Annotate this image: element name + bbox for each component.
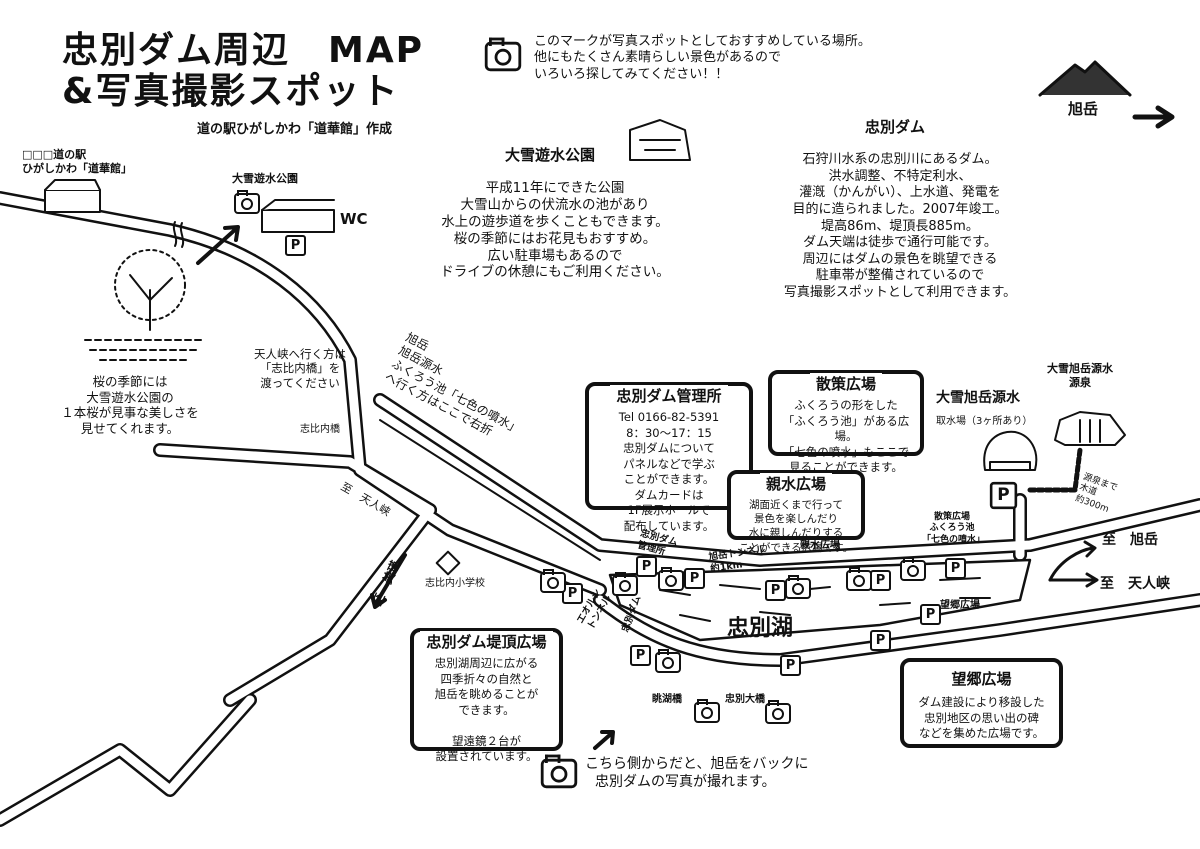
shinsui-callout: 親水広場 湖面近くまで行って景色を楽しんだり水に親しんだりすることができる広場で… [727,470,865,554]
arrow-park-icon [196,225,240,265]
credit: 道の駅ひがしかわ「道華館」作成 [197,122,393,137]
building-park-icon [261,199,335,233]
callout-heading: 散策広場 [809,373,882,394]
callout-heading: 忠別ダム堤頂広場 [420,631,553,652]
parking-icon: P [285,235,306,256]
road-biei [223,503,437,707]
arrow-bottom-icon [593,730,615,750]
michinoeki-label: □□□道の駅ひがしかわ「道華館」 [22,148,132,175]
parking-icon: P [765,580,786,601]
school-label: 志比内小学校 [425,578,485,589]
asahidake-label: 旭岳 [1068,100,1099,118]
photo-spot-legend: このマークが写真スポットとしておすすめしている場所。他にもたくさん素晴らしい景色… [534,34,871,82]
callout-text: ふくろうの形をした「ふくろう池」がある広場。「七色の噴水」もここで見ることができ… [782,398,910,475]
camera-icon [846,567,872,591]
camera-icon [540,754,578,789]
camera-icon [655,649,681,673]
lake-label: 忠別湖 [727,616,794,641]
camera-icon [658,567,684,591]
camera-icon [234,190,260,214]
shibinai-bridge-label: 志比内橋 [300,424,340,435]
callout-text: ダム建設により移設した忠別地区の思い出の碑などを集めた広場です。 [918,695,1045,741]
parking-icon: P [636,556,657,577]
arrow-asahidake-icon [1048,540,1097,582]
cherry-tree-icon [84,249,206,361]
lake-outline [608,558,1032,642]
parking-icon: P [920,604,941,625]
parking-icon: P [780,655,801,676]
parking-icon: P [945,558,966,579]
title-line-1: 忠別ダム周辺 MAP [62,30,425,71]
sansaku-callout: 散策広場 ふくろうの形をした「ふくろう池」がある広場。「七色の噴水」もここで見る… [768,370,924,474]
mountain-icon [1038,60,1132,97]
chokobashi-label: 眺湖橋 [652,694,682,705]
river [379,419,601,561]
dam-illustration-icon [629,119,691,161]
camera-icon [484,37,522,72]
dam-crest-callout: 忠別ダム堤頂広場 忠別湖周辺に広がる四季折々の自然と旭岳を眺めることができます。… [410,628,563,763]
callout-heading: 親水広場 [759,473,832,494]
gensui-sub: 取水場（3ヶ所あり） [936,416,1033,427]
dam-info-heading: 忠別ダム [864,118,925,136]
park-info-heading: 大雪遊水公園 [504,146,595,164]
building-michinoeki-icon [44,179,101,213]
gensui-source-label: 大雪旭岳源水源泉 [1047,362,1113,389]
camera-icon [612,572,638,596]
parking-icon: P [630,645,651,666]
parking-icon: P [870,570,891,591]
callout-text: 湖面近くまで行って景色を楽しんだり水に親しんだりすることができる広場です。 [738,499,854,554]
camera-icon [540,569,566,593]
bottom-photo-note: こちら側からだと、旭岳をバックに忠別ダムの写真が撮れます。 [585,756,809,790]
park-info-text: 平成11年にできた公園大雪山からの伏流水の池があり水上の遊歩道を歩くこともできま… [440,180,670,281]
tree-break-marks [172,221,185,248]
camera-icon [785,575,811,599]
park-small-label: 大雪遊水公園 [232,172,298,185]
arrow-biei-icon [370,553,407,609]
camera-icon [694,699,720,723]
to-asahidake: 至 旭岳 [1102,532,1158,548]
parking-icon: P [562,583,583,604]
parking-icon: P [989,481,1018,510]
sansaku-map-label: 散策広場ふくろう池「七色の噴水」 [922,512,986,545]
arrow-right-icon [1132,105,1175,129]
title-line-2: &写真撮影スポット [62,71,400,113]
parking-icon: P [684,568,705,589]
school-icon [435,550,461,576]
callout-text: 忠別湖周辺に広がる四季折々の自然と旭岳を眺めることができます。望遠鏡２台が設置さ… [434,656,539,764]
dam-info-text: 石狩川水系の忠別川にあるダム。洪水調整、不特定利水、灌漑（かんがい）、上水道、発… [783,152,1017,300]
gensui-heading: 大雪旭岳源水 [936,390,1020,406]
to-tenninkyo-right: 至 天人峡 [1100,576,1170,592]
callout-heading: 忠別ダム管理所 [610,385,728,406]
arrow-tenninkyo-icon [1048,572,1099,588]
tenninkyo-note: 天人峡へ行く方は「志比内橋」を渡ってください [254,347,346,390]
camera-icon [765,700,791,724]
map-title: 忠別ダム周辺 MAP &写真撮影スポット [62,30,424,113]
shinsui-map-label: 親水広場 [800,540,840,551]
camera-icon [900,557,926,581]
intake-icon [983,430,1038,471]
bokyo-map-label: 望郷広場 [940,600,980,611]
bokyo-callout: 望郷広場 ダム建設により移設した忠別地区の思い出の碑などを集めた広場です。 [900,658,1063,748]
parking-icon: P [870,630,891,651]
callout-heading: 望郷広場 [945,668,1018,689]
gensui-boardwalk [1027,447,1083,493]
ohashi-label: 忠別大橋 [725,694,765,705]
spring-source-icon [1054,411,1126,446]
wc-label: WC [340,210,368,228]
